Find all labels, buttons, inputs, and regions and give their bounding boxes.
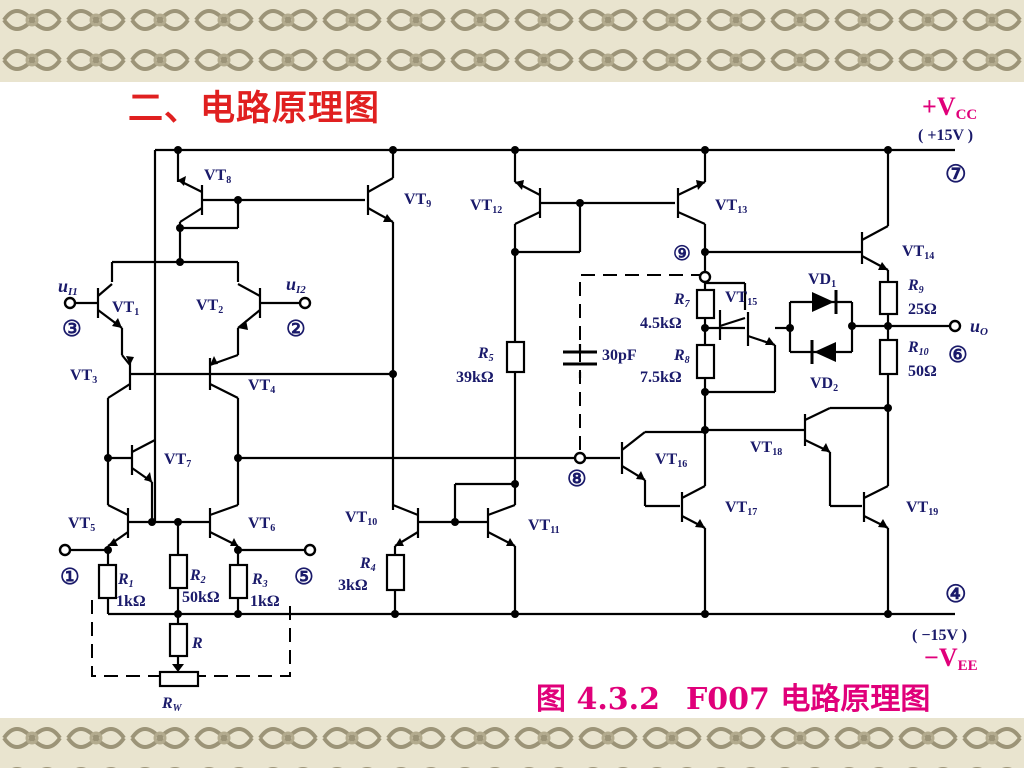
diode-vd1 (812, 290, 838, 314)
vt19-label: VT19 (906, 499, 938, 518)
pin-7: ⑦ (945, 162, 967, 188)
input-u12-label: uI2 (286, 274, 306, 296)
r8-label: R8 (673, 347, 690, 366)
vt5-label: VT5 (68, 515, 95, 534)
r8-value: 7.5kΩ (640, 369, 682, 386)
vt6-label: VT6 (248, 515, 275, 534)
pin-6: ⑥ (948, 342, 968, 367)
pin-4: ④ (945, 582, 967, 608)
terminals (58, 270, 962, 557)
vee-value: ( −15V ) (912, 627, 967, 644)
vt7-label: VT7 (164, 451, 191, 470)
band-pattern-bottom (0, 718, 1024, 768)
vt10-label: VT10 (345, 509, 377, 528)
vt18-label: VT18 (750, 439, 782, 458)
r7-label: R7 (673, 291, 691, 310)
emitter-arrows (108, 176, 888, 546)
dashed-lines (91, 274, 705, 677)
resistor-r (168, 622, 189, 658)
resistor-r10 (878, 338, 899, 376)
pin-2: ② (286, 316, 306, 341)
resistor-r4 (385, 553, 406, 592)
r3-label: R3 (251, 571, 268, 590)
resistor-r8 (695, 343, 716, 380)
r2-label: R2 (189, 567, 206, 586)
output-uo-label: uO (970, 316, 988, 338)
pin-3: ③ (62, 316, 82, 341)
vee-label: −VEE (924, 643, 978, 674)
r1-label: R1 (117, 571, 134, 590)
vd1-label: VD1 (808, 271, 836, 290)
capacitor-30pf (563, 350, 597, 366)
r9-label: R9 (907, 277, 924, 296)
diode-vd2 (810, 340, 836, 364)
resistor-r2 (168, 553, 189, 590)
vd2-label: VD2 (810, 375, 838, 394)
band-pattern-top (0, 0, 1024, 82)
r7-value: 4.5kΩ (640, 315, 682, 332)
r4-value: 3kΩ (338, 577, 368, 594)
resistors (97, 280, 899, 688)
vt11-label: VT11 (528, 517, 560, 536)
r10-label: R10 (907, 339, 929, 358)
vt14-label: VT14 (902, 243, 934, 262)
vt8-label: VT8 (204, 167, 231, 186)
vt9-label: VT9 (404, 191, 431, 210)
r4-label: R4 (359, 555, 376, 574)
resistor-r9 (878, 280, 899, 316)
vt16-label: VT16 (655, 451, 687, 470)
resistor-labels: R1 1kΩ R2 50kΩ R3 1kΩ R4 3kΩ R5 39kΩ R7 … (116, 277, 937, 714)
vt2-label: VT2 (196, 297, 223, 316)
vt12-label: VT12 (470, 197, 502, 216)
vt15-label: VT15 (725, 289, 757, 308)
r1-value: 1kΩ (116, 593, 146, 610)
r5-label: R5 (477, 345, 494, 364)
vt17-label: VT17 (725, 499, 757, 518)
vt3-label: VT3 (70, 367, 97, 386)
r10-value: 50Ω (908, 363, 937, 380)
r9-value: 25Ω (908, 301, 937, 318)
transistor-labels: VT1 VT2 VT3 VT4 VT5 VT6 VT7 VT8 VT9 VT10… (68, 167, 938, 536)
vcc-label: +VCC (922, 92, 977, 123)
pin-9: ⑨ (673, 243, 691, 265)
resistor-r5 (505, 340, 526, 374)
vcc-value: ( +15V ) (918, 127, 973, 144)
resistor-r1 (97, 563, 118, 600)
figure-caption-text: F007 电路原理图 (685, 682, 931, 717)
junction-dots (104, 146, 892, 618)
bottom-decorative-band (0, 718, 1024, 768)
pin-8: ⑧ (567, 466, 587, 491)
potentiometer-rw (158, 670, 200, 688)
figure-caption-number: 图 4.3.2 (536, 682, 660, 717)
rw-label: RW (161, 695, 183, 714)
resistor-r7 (695, 288, 716, 320)
pin-5: ⑤ (294, 564, 314, 589)
r3-value: 1kΩ (250, 593, 280, 610)
rw-wiper-arrow (172, 664, 184, 672)
figure-caption: 图 4.3.2 F007 电路原理图 (536, 674, 956, 718)
capacitor-label: 30pF (602, 347, 637, 364)
r2-value: 50kΩ (182, 589, 220, 606)
vt4-label: VT4 (248, 377, 275, 396)
top-decorative-band (0, 0, 1024, 82)
r5-value: 39kΩ (456, 369, 494, 386)
input-u11-label: uI1 (58, 276, 78, 298)
vt1-label: VT1 (112, 299, 139, 318)
pin-1: ① (60, 564, 80, 589)
r-label: R (191, 635, 203, 652)
resistor-r3 (228, 563, 249, 600)
vt13-label: VT13 (715, 197, 747, 216)
slide-title: 二、电路原理图 (128, 89, 381, 129)
